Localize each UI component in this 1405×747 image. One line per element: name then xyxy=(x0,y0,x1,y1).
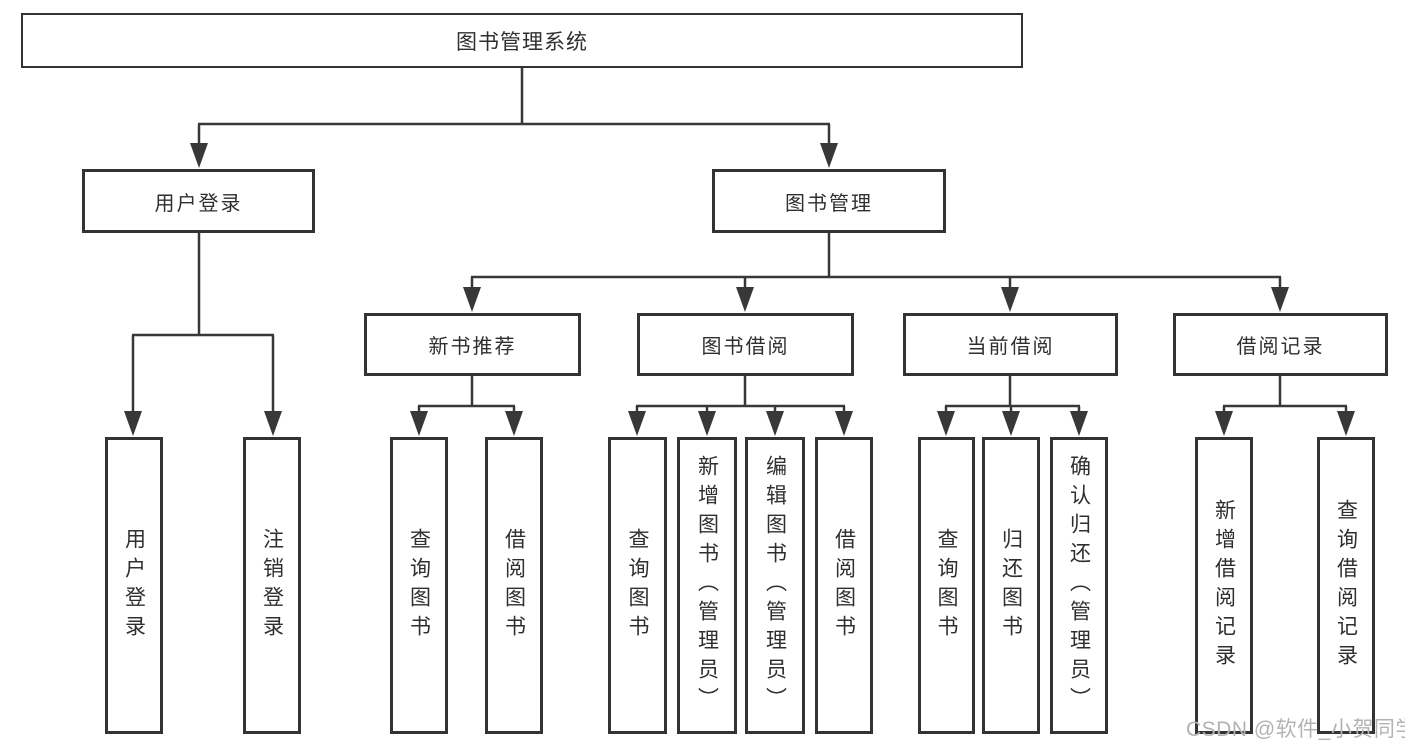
leaf-logout: 注销登录 xyxy=(243,437,301,734)
node-label: 新增图书（管理员） xyxy=(695,455,719,716)
leaf-query-borrow-record: 查询借阅记录 xyxy=(1317,437,1375,734)
node-current-borrow: 当前借阅 xyxy=(903,313,1118,376)
leaf-borrow-books-recommend: 借阅图书 xyxy=(485,437,543,734)
leaf-query-books-recommend: 查询图书 xyxy=(390,437,448,734)
node-label: 确认归还（管理员） xyxy=(1067,455,1091,716)
node-label: 借阅记录 xyxy=(1236,336,1325,358)
node-label: 图书管理 xyxy=(785,192,873,215)
arrowheads xyxy=(124,143,1355,436)
node-label: 借阅图书 xyxy=(502,527,526,644)
node-library-management-system: 图书管理系统 xyxy=(21,13,1023,68)
node-book-management: 图书管理 xyxy=(712,169,946,233)
node-label: 图书管理系统 xyxy=(456,30,588,54)
node-label: 借阅图书 xyxy=(832,527,856,644)
leaf-user-login: 用户登录 xyxy=(105,437,163,734)
node-label: 用户登录 xyxy=(122,527,146,644)
leaf-add-borrow-record: 新增借阅记录 xyxy=(1195,437,1253,734)
node-new-book-recommend: 新书推荐 xyxy=(364,313,581,376)
watermark: CSDN @软件_小贺同学 xyxy=(1186,718,1405,741)
node-label: 查询图书 xyxy=(935,527,958,644)
node-label: 注销登录 xyxy=(260,527,284,644)
node-book-borrow: 图书借阅 xyxy=(637,313,854,376)
node-label: 编辑图书（管理员） xyxy=(763,455,787,716)
node-label: 新增借阅记录 xyxy=(1212,498,1236,673)
node-borrow-records: 借阅记录 xyxy=(1173,313,1388,376)
node-label: 查询图书 xyxy=(407,527,431,644)
node-label: 当前借阅 xyxy=(966,336,1055,358)
leaf-query-books-borrow: 查询图书 xyxy=(608,437,667,734)
leaf-return-books: 归还图书 xyxy=(982,437,1040,734)
node-label: 图书借阅 xyxy=(701,336,790,358)
leaf-confirm-return-admin: 确认归还（管理员） xyxy=(1050,437,1108,734)
node-label: 新书推荐 xyxy=(428,336,517,358)
leaf-add-books-admin: 新增图书（管理员） xyxy=(677,437,737,734)
leaf-query-books-current: 查询图书 xyxy=(918,437,975,734)
node-label: 归还图书 xyxy=(999,527,1023,644)
node-label: 查询借阅记录 xyxy=(1334,498,1358,673)
leaf-borrow-books: 借阅图书 xyxy=(815,437,873,734)
node-user-login: 用户登录 xyxy=(82,169,315,233)
node-label: 查询图书 xyxy=(626,527,649,644)
leaf-edit-books-admin: 编辑图书（管理员） xyxy=(745,437,805,734)
node-label: 用户登录 xyxy=(154,192,243,215)
